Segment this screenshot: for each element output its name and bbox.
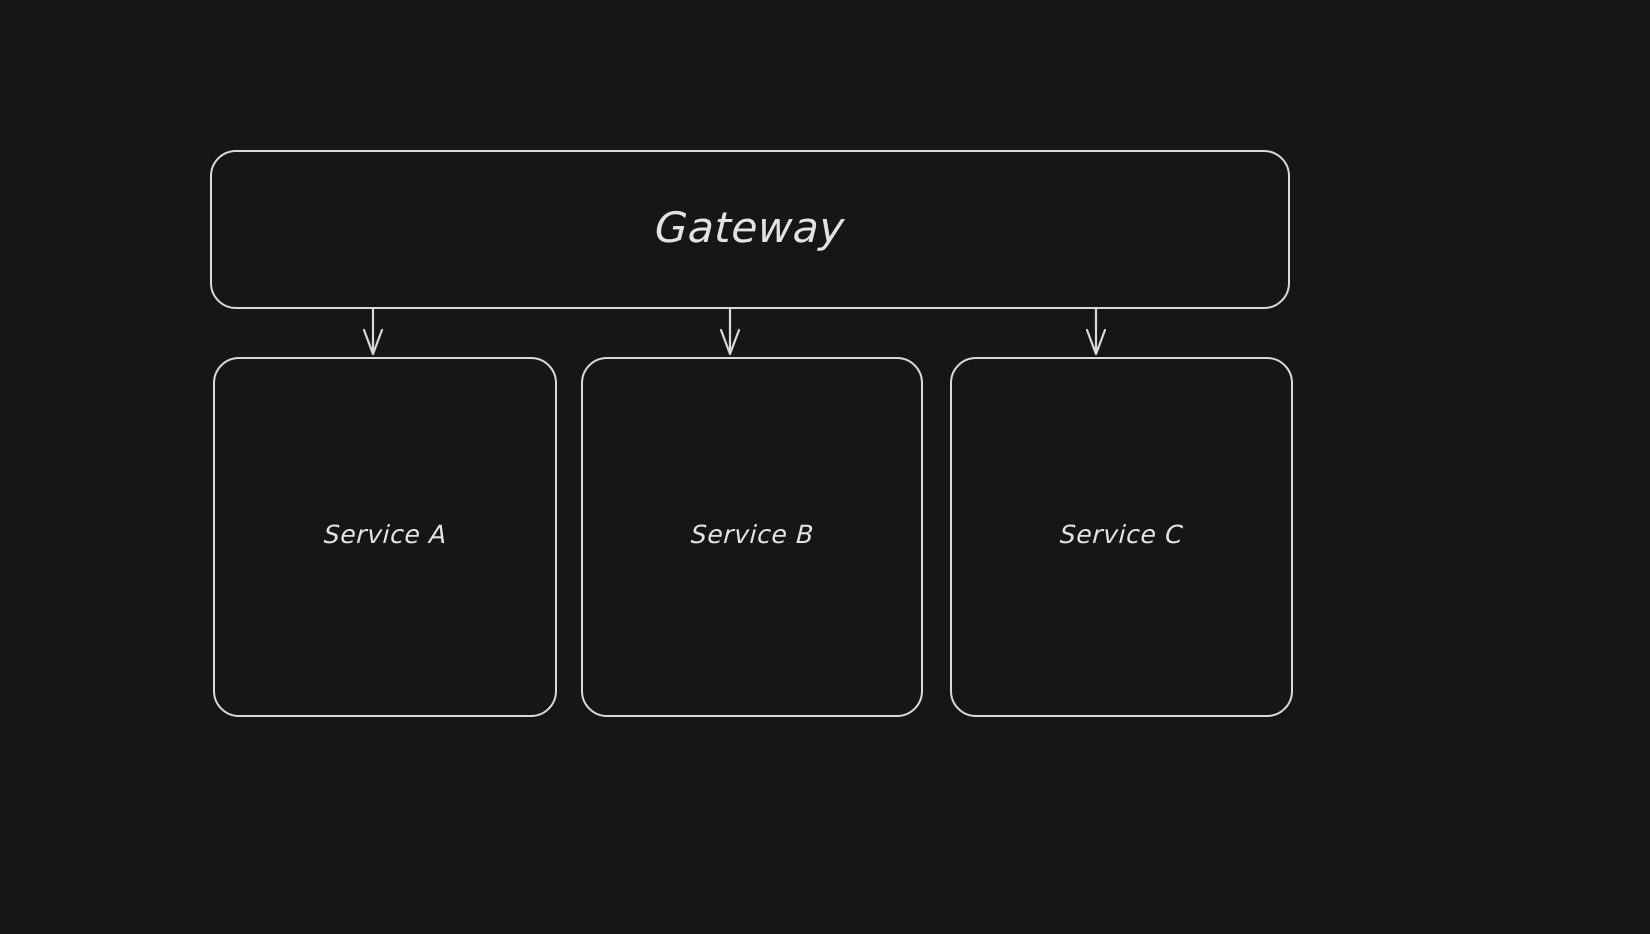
node-gateway[interactable]: Gateway (210, 150, 1290, 309)
arrowhead-down-icon (1085, 328, 1107, 356)
edge-gateway-to-service-c (1085, 307, 1107, 356)
arrowhead-down-icon (362, 328, 384, 356)
node-service-a[interactable]: Service A (213, 357, 557, 717)
node-service-a-label: Service A (322, 520, 448, 549)
arrowhead-down-icon (719, 328, 741, 356)
node-service-b[interactable]: Service B (581, 357, 923, 717)
node-service-c-label: Service C (1059, 520, 1184, 549)
node-service-b-label: Service B (689, 520, 815, 549)
node-gateway-label: Gateway (653, 202, 847, 252)
edge-gateway-to-service-a (362, 307, 384, 356)
node-service-c[interactable]: Service C (950, 357, 1293, 717)
edge-gateway-to-service-b (719, 307, 741, 356)
